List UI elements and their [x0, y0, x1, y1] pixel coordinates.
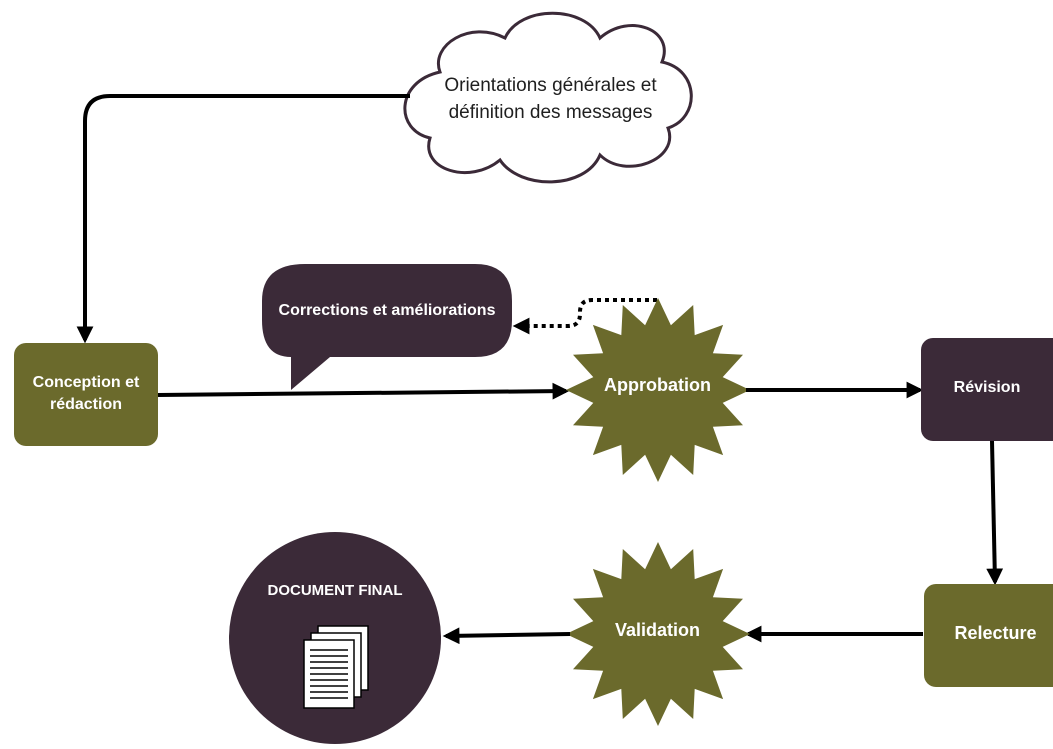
corrections-label: Corrections et améliorations [278, 301, 496, 319]
conception-box [14, 343, 158, 446]
conception-label: Conception et rédaction [32, 373, 140, 413]
orientations-cloud [403, 11, 693, 184]
arrow-revision-to-relecture [986, 440, 1004, 586]
relecture-label: Relecture [954, 623, 1037, 644]
approbation-star [566, 298, 750, 482]
orientations-label: Orientations générales et définition des… [444, 75, 657, 123]
arrow-conception-to-approbation [157, 382, 570, 400]
document-stack-icon [303, 625, 369, 709]
validation-label: Validation [614, 620, 701, 641]
arrow-orientations-to-conception [76, 94, 410, 344]
corrections-bubble [262, 264, 512, 390]
relecture-box [924, 584, 1053, 687]
arrow-validation-to-document [442, 627, 571, 645]
revision-box [921, 338, 1053, 441]
revision-label: Révision [953, 378, 1021, 396]
validation-star [566, 542, 750, 726]
document-final-label: DOCUMENT FINAL [267, 581, 403, 599]
approbation-label: Approbation [604, 375, 711, 396]
